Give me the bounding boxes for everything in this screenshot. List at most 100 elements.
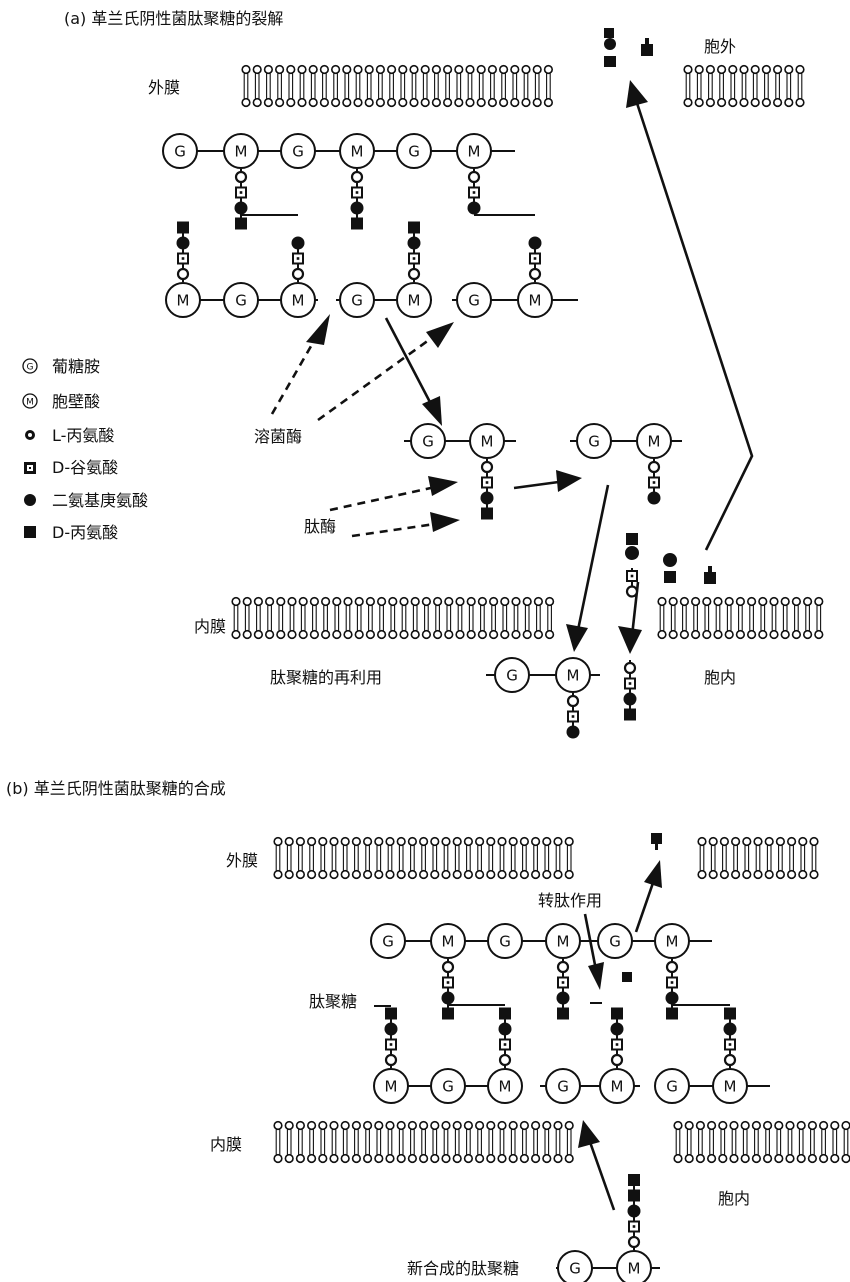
legend-diaminopimelic-acid-icon <box>24 494 36 506</box>
extracellular-label: 胞外 <box>704 37 736 56</box>
inner-membrane-label-a: 内膜 <box>194 617 226 636</box>
svg-text:G: G <box>666 1078 678 1096</box>
panel-b-title: (b) 革兰氏阴性菌肽聚糖的合成 <box>6 779 226 798</box>
legend-muramic-acid-icon <box>23 394 37 408</box>
svg-text:M: M <box>468 143 481 161</box>
glycan-strand-upper-a: G M G M G M <box>163 134 515 168</box>
released-d-alanine <box>651 833 662 844</box>
glucosamine-ring: G <box>431 1069 465 1103</box>
svg-text:G: G <box>382 933 394 951</box>
legend: 葡糖胺 胞壁酸 L-丙氨酸 D-谷氨酸 二氨基庚氨酸 D-丙氨酸 <box>23 357 148 542</box>
outer-membrane-label-a: 外膜 <box>148 78 180 97</box>
muramic-acid-ring: M <box>546 924 580 958</box>
svg-text:M: M <box>666 933 679 951</box>
svg-text:M: M <box>385 1078 398 1096</box>
glucosamine-ring: G <box>495 658 529 692</box>
recycling-label: 肽聚糖的再利用 <box>270 668 382 687</box>
internalized-peptide <box>624 660 637 721</box>
svg-text:G: G <box>442 1078 454 1096</box>
glucosamine-ring: G <box>163 134 197 168</box>
muramic-acid-ring: M <box>713 1069 747 1103</box>
svg-text:G: G <box>506 667 518 685</box>
outer-membrane-b <box>274 838 820 879</box>
svg-text:G: G <box>235 292 247 310</box>
new-peptidoglycan-label: 新合成的肽聚糖 <box>407 1259 519 1278</box>
muramic-acid-ring: M <box>431 924 465 958</box>
legend-label: D-谷氨酸 <box>52 458 118 477</box>
muramic-acid-ring: M <box>600 1069 634 1103</box>
svg-text:M: M <box>499 1078 512 1096</box>
muramic-acid-ring: M <box>340 134 374 168</box>
svg-text:M: M <box>648 433 661 451</box>
svg-text:G: G <box>468 292 480 310</box>
glucosamine-ring: G <box>371 924 405 958</box>
recycled-muropeptide: G M <box>486 658 600 739</box>
svg-text:M: M <box>408 292 421 310</box>
glucosamine-ring: G <box>340 283 374 317</box>
glucosamine-ring: G <box>457 283 491 317</box>
glucosamine-ring: G <box>577 424 611 458</box>
released-muropeptide-1: G M <box>404 424 516 520</box>
peptidoglycan-label: 肽聚糖 <box>309 992 357 1011</box>
svg-text:G: G <box>588 433 600 451</box>
glucosamine-ring: G <box>488 924 522 958</box>
glucosamine-ring: G <box>655 1069 689 1103</box>
panel-a-title: (a) 革兰氏阴性菌肽聚糖的裂解 <box>64 9 283 28</box>
svg-text:G: G <box>499 933 511 951</box>
glucosamine-ring: G <box>224 283 258 317</box>
transpeptidation-label: 转肽作用 <box>538 891 602 910</box>
svg-text:M: M <box>628 1260 641 1278</box>
muramic-acid-ring: M <box>166 283 200 317</box>
peptide-stems-a <box>177 169 542 282</box>
cytoplasm-label-a: 胞内 <box>704 668 736 687</box>
muramic-acid-ring: M <box>457 134 491 168</box>
muramic-acid-ring: M <box>374 1069 408 1103</box>
svg-text:M: M <box>557 933 570 951</box>
muramic-acid-ring: M <box>224 134 258 168</box>
svg-text:G: G <box>292 143 304 161</box>
legend-label: 胞壁酸 <box>52 392 100 411</box>
glucosamine-ring: G <box>397 134 431 168</box>
legend-glucosamine-icon <box>23 359 37 373</box>
muramic-acid-ring: M <box>556 658 590 692</box>
solid-arrows-b <box>578 860 662 1210</box>
legend-label: 葡糖胺 <box>52 357 100 376</box>
peptidase-arrows <box>330 476 460 536</box>
muramic-acid-ring: M <box>488 1069 522 1103</box>
svg-text:G: G <box>408 143 420 161</box>
svg-text:G: G <box>174 143 186 161</box>
svg-text:M: M <box>235 143 248 161</box>
legend-label: L-丙氨酸 <box>52 426 114 445</box>
svg-text:G: G <box>351 292 363 310</box>
peptidase-label: 肽酶 <box>304 517 336 536</box>
inner-membrane-b <box>274 1122 850 1163</box>
inner-membrane-label-b: 内膜 <box>210 1135 242 1154</box>
svg-text:G: G <box>422 433 434 451</box>
svg-text:G: G <box>569 1260 581 1278</box>
muramic-acid-ring: M <box>637 424 671 458</box>
svg-text:G: G <box>609 933 621 951</box>
inner-membrane-a <box>232 598 830 639</box>
muramic-acid-ring: M <box>281 283 315 317</box>
legend-label: 二氨基庚氨酸 <box>52 491 148 510</box>
svg-text:M: M <box>351 143 364 161</box>
released-peptide-fragments <box>604 28 653 67</box>
svg-text:M: M <box>292 292 305 310</box>
solid-arrows-a <box>386 80 752 654</box>
muramic-acid-ring: M <box>655 924 689 958</box>
svg-text:M: M <box>442 933 455 951</box>
svg-text:M: M <box>529 292 542 310</box>
outer-membrane-label-b: 外膜 <box>226 851 258 870</box>
glucosamine-ring: G <box>546 1069 580 1103</box>
legend-d-alanine-icon <box>24 526 36 538</box>
released-muropeptide-2: G M <box>570 424 682 505</box>
legend-label: D-丙氨酸 <box>52 523 118 542</box>
peptide-stems-b <box>374 959 737 1068</box>
glucosamine-ring: G <box>411 424 445 458</box>
cytoplasm-label-b: 胞内 <box>718 1189 750 1208</box>
svg-text:G: G <box>557 1078 569 1096</box>
svg-text:M: M <box>177 292 190 310</box>
muramic-acid-ring: M <box>397 283 431 317</box>
muramic-acid-ring: M <box>518 283 552 317</box>
